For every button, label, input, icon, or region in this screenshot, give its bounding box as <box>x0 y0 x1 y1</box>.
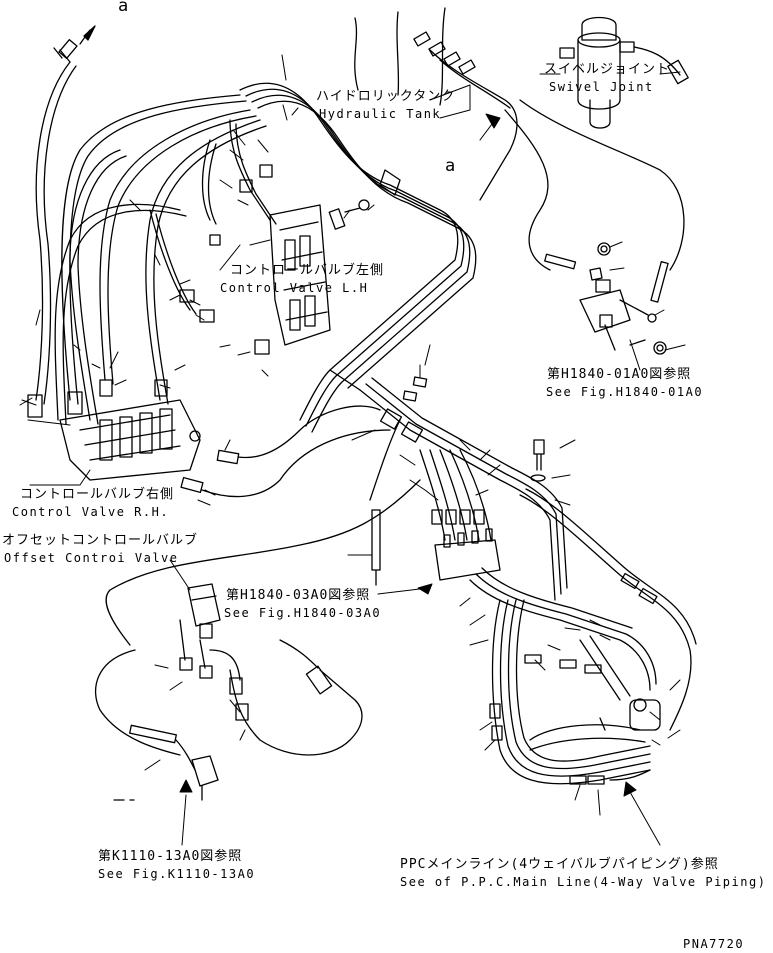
hydraulic-tank-label-en: Hydraulic Tank <box>319 107 442 121</box>
label-leaders <box>29 71 681 846</box>
marker-a-top: a <box>118 0 129 16</box>
swivel-joint-label-jp: スイベルジョイント <box>544 62 671 77</box>
ppc-main-line-label-en: See of P.P.C.Main Line(4-Way Valve Pipin… <box>400 875 767 889</box>
offset-control-valve-label-jp: オフセットコントロールバルブ <box>2 533 199 548</box>
swivel-joint-label-en: Swivel Joint <box>549 80 654 94</box>
center-hose-group <box>371 449 501 586</box>
main-pipe-trunk <box>329 369 697 731</box>
ppc-main-line-label-jp: PPCメインライン(4ウェイバルブパイピング)参照 <box>400 857 719 872</box>
control-valve-lh-label-jp: コントロールバルブ左側 <box>230 263 385 278</box>
ref-h1840-01a0-label-jp: 第H1840-01A0図参照 <box>547 367 692 382</box>
left-hose-bundle <box>35 25 267 425</box>
hydraulic-tank-leaders <box>354 7 446 106</box>
ppc-main-line <box>469 567 661 785</box>
control-valve-rh-label-en: Control Valve R.H. <box>12 505 170 519</box>
hydraulic-tank-label-jp: ハイドロリックタンク <box>316 89 456 104</box>
control-valve-rh <box>27 379 201 481</box>
small-fittings <box>180 376 428 498</box>
control-valve-lh <box>179 164 370 355</box>
valve-block-h1840-01a0 <box>579 242 667 355</box>
offset-control-valve <box>94 479 421 801</box>
upper-hose-bundle <box>149 31 518 433</box>
ref-k1110-13a0-label-jp: 第K1110-13A0図参照 <box>98 849 243 864</box>
control-valve-lh-label-en: Control Valve L.H <box>220 281 369 295</box>
control-valve-rh-label-jp: コントロールバルブ右側 <box>20 487 175 502</box>
drawing-number: PNA7720 <box>683 937 745 951</box>
ref-h1840-03a0-label-en: See Fig.H1840-03A0 <box>224 606 382 620</box>
ref-h1840-01a0-label-en: See Fig.H1840-01A0 <box>546 385 704 399</box>
ref-k1110-13a0-label-en: See Fig.K1110-13A0 <box>98 867 256 881</box>
leader-lines <box>19 54 686 816</box>
marker-a-mid: a <box>445 156 456 176</box>
offset-control-valve-label-en: Offset Controi Valve <box>4 551 179 565</box>
ref-h1840-03a0-label-jp: 第H1840-03A0図参照 <box>226 588 371 603</box>
swivel-joint <box>504 16 689 303</box>
